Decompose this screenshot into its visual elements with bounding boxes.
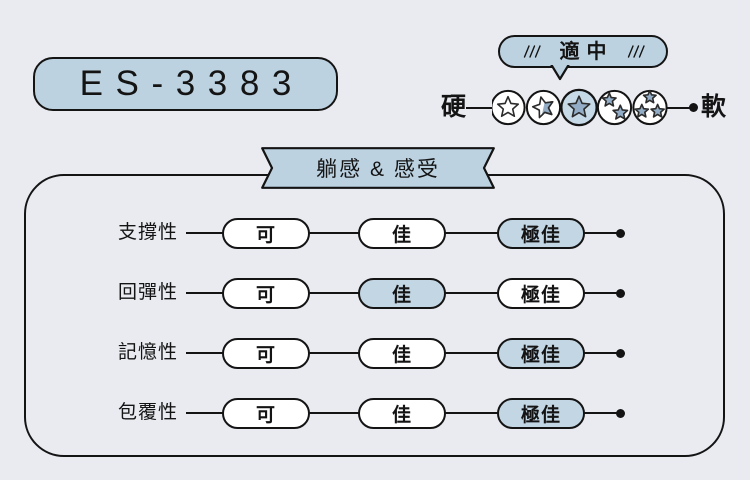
rating-pill: 佳: [358, 397, 446, 429]
rating-row: 記憶性 可 佳 極佳: [0, 337, 750, 369]
soft-label: 軟: [701, 93, 727, 121]
section-ribbon: [261, 147, 495, 189]
rating-pill: 佳: [358, 277, 446, 309]
rating-pill: 極佳: [497, 217, 585, 249]
rating-row: 包覆性 可 佳 極佳: [0, 397, 750, 429]
rating-row-label: 回彈性: [117, 282, 178, 303]
end-dot: [616, 228, 625, 238]
firmness-star-scale: [492, 88, 668, 127]
rating-pill: 佳: [358, 217, 446, 249]
hatch-right-icon: [627, 45, 645, 58]
firmness-bubble: 適中: [498, 35, 668, 68]
rating-pill: 可: [222, 397, 310, 429]
end-dot: [616, 288, 625, 298]
scale-connector-left: [466, 106, 496, 109]
hatch-left-icon: [523, 45, 541, 58]
end-dot: [616, 408, 625, 418]
hard-label: 硬: [441, 93, 467, 121]
bubble-tail-icon: [550, 64, 570, 80]
rating-row-label: 包覆性: [117, 402, 178, 423]
scale-end-dot: [689, 103, 698, 112]
model-badge: ES-3383: [33, 57, 338, 111]
rating-pill: 佳: [358, 337, 446, 369]
scale-connector-right: [666, 106, 694, 109]
end-dot: [616, 348, 625, 358]
section-title: 躺感 & 感受: [316, 158, 440, 181]
rating-row-label: 支撐性: [117, 222, 178, 243]
rating-pill: 可: [222, 277, 310, 309]
rating-pill: 可: [222, 217, 310, 249]
rating-pill: 可: [222, 337, 310, 369]
rating-pill: 極佳: [497, 397, 585, 429]
rating-pill: 極佳: [497, 337, 585, 369]
rating-row: 回彈性 可 佳 極佳: [0, 277, 750, 309]
rating-row: 支撐性 可 佳 極佳: [0, 217, 750, 249]
rating-pill: 極佳: [497, 277, 585, 309]
firmness-bubble-label: 適中: [559, 40, 614, 63]
rating-row-label: 記憶性: [117, 342, 178, 363]
